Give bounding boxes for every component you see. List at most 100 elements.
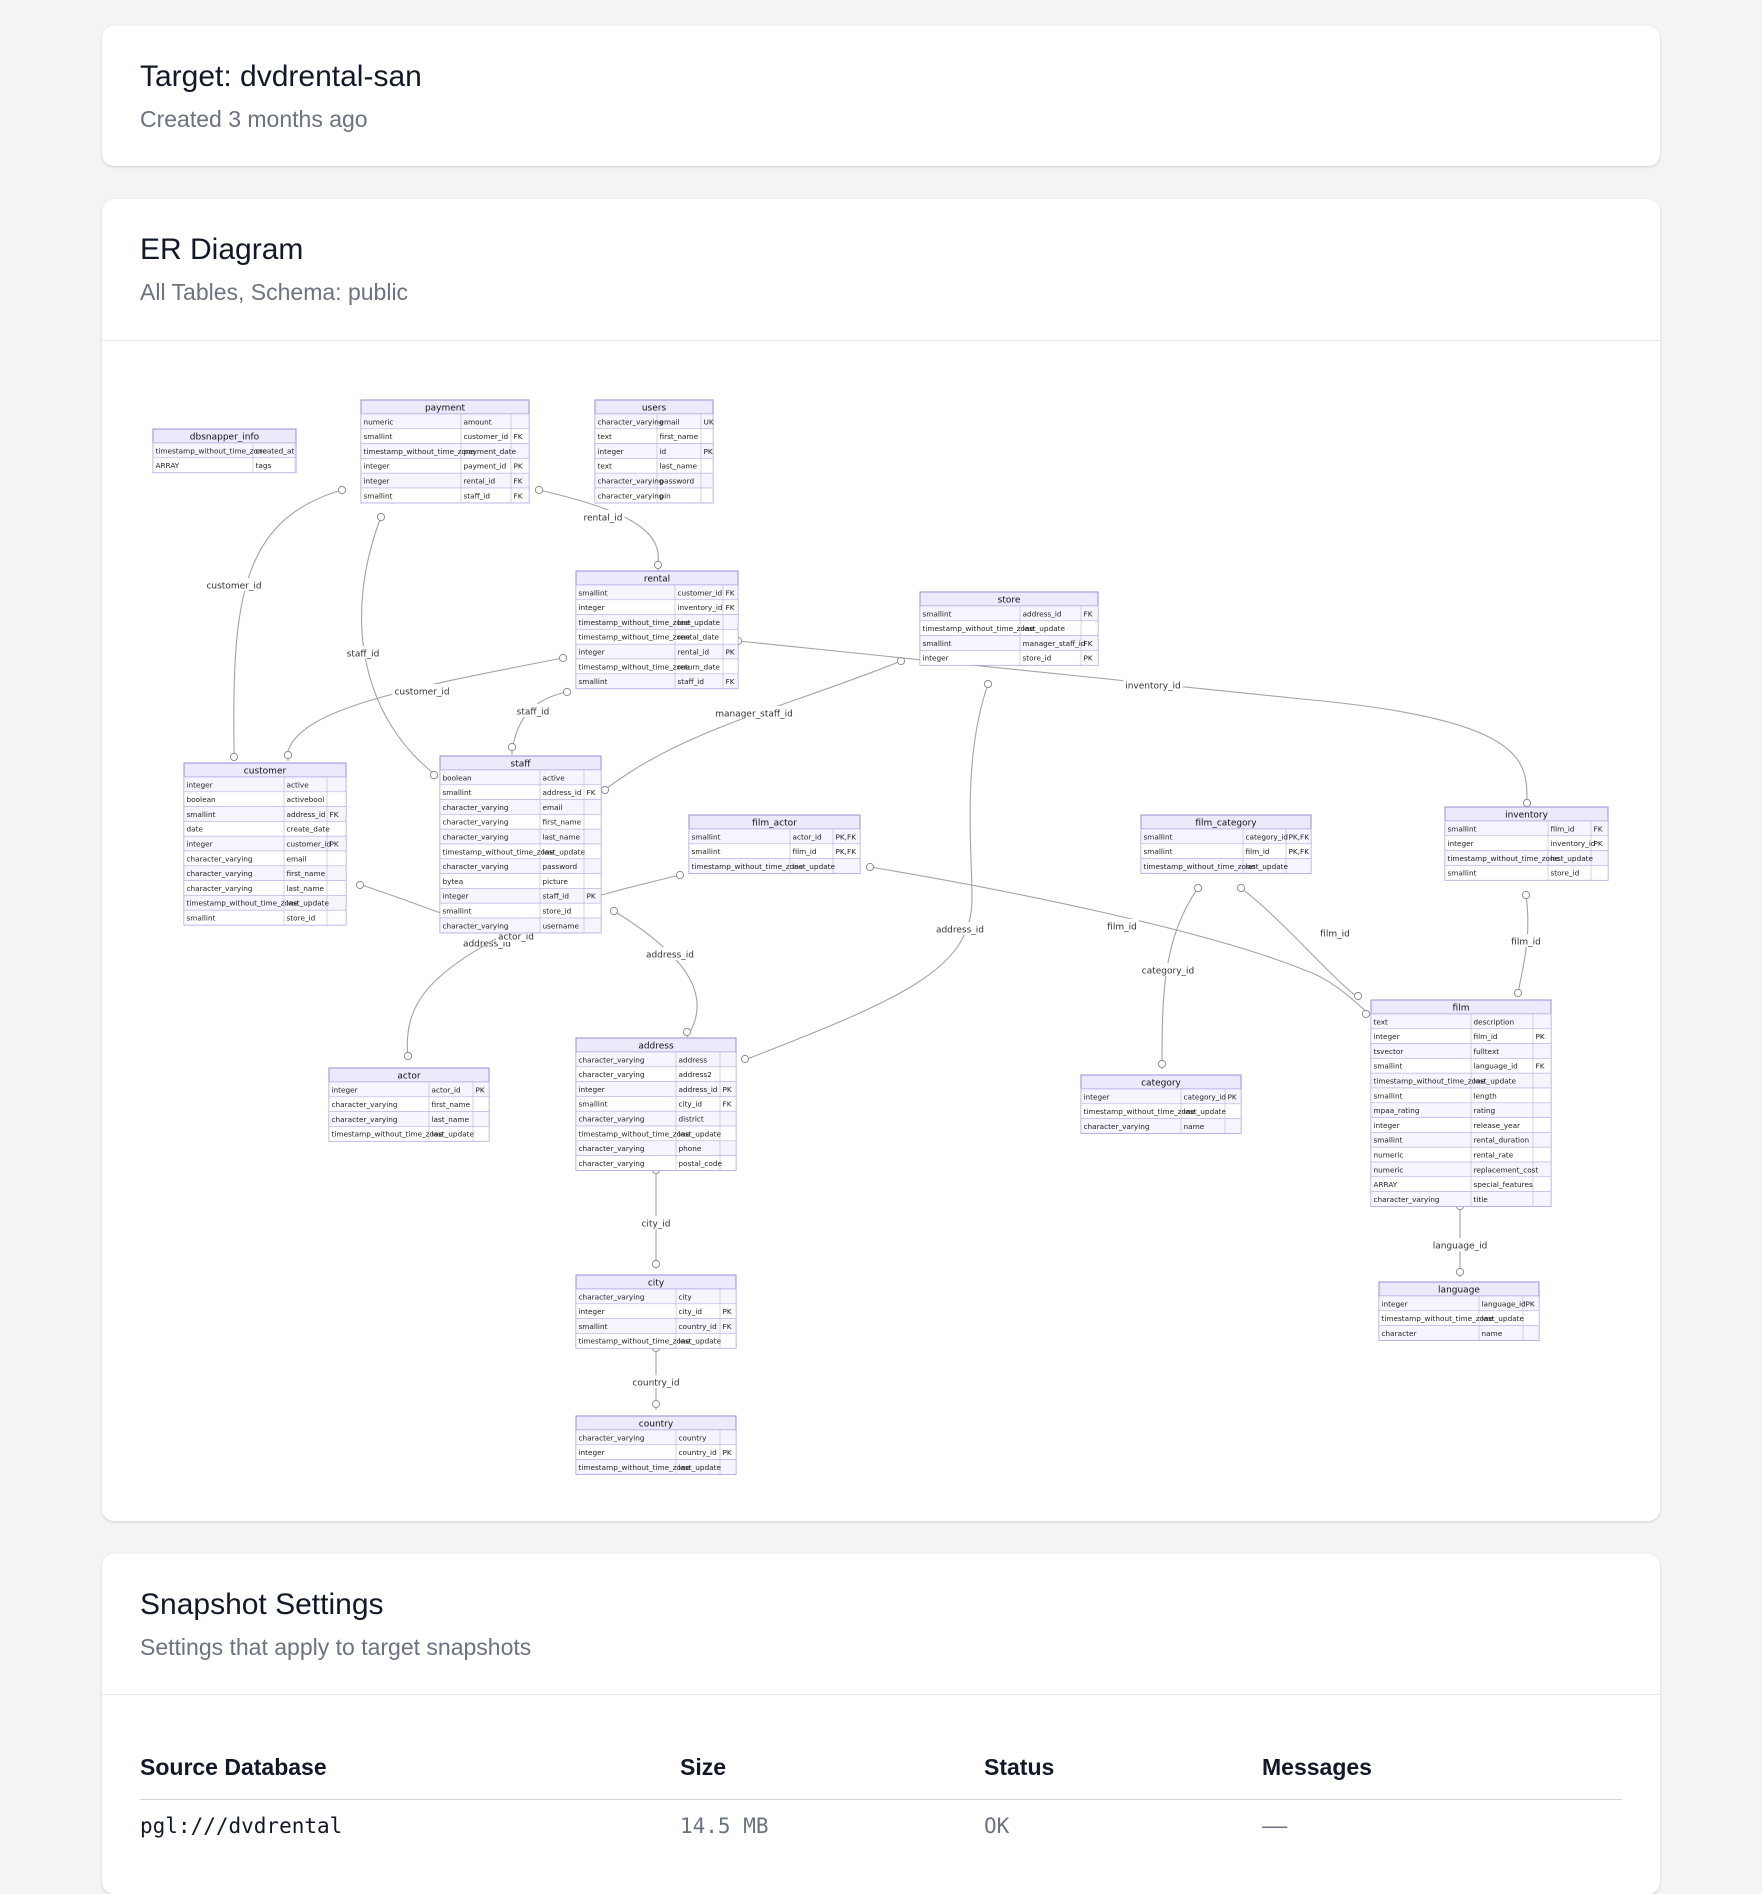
relationship-line-inventory-id	[737, 640, 1528, 800]
relationship-label-bg	[1318, 926, 1352, 939]
column-name: rental_rate	[1474, 1151, 1514, 1160]
column-key: PK	[1536, 1032, 1545, 1041]
column-name: description	[1474, 1017, 1515, 1026]
relationship-lines: customer_idrental_idstaff_idcustomer_ids…	[204, 485, 1543, 1410]
column-type: character_varying	[598, 477, 664, 486]
column-key: PK,FK	[836, 832, 857, 841]
column-type: integer	[1374, 1032, 1400, 1041]
table-name: actor	[397, 1072, 420, 1082]
column-name: address_id	[543, 788, 582, 797]
column-type: character_varying	[579, 1070, 645, 1079]
column-name: postal_code	[679, 1159, 723, 1168]
column-type: character_varying	[443, 818, 509, 827]
column-key: PK	[704, 447, 713, 456]
column-type: character_varying	[579, 1159, 645, 1168]
column-type: timestamp_without_time_zone	[1374, 1077, 1486, 1086]
column-type: timestamp_without_time_zone	[579, 1129, 691, 1138]
column-name: tags	[256, 461, 272, 470]
column-type: integer	[364, 462, 390, 471]
column-type: integer	[364, 477, 390, 486]
cardinality-marker	[355, 880, 365, 890]
column-type: integer	[187, 840, 213, 849]
column-key: UK	[704, 417, 714, 426]
row-bg	[1370, 1191, 1552, 1207]
column-type: character_varying	[579, 1055, 645, 1064]
column-key: FK	[1536, 1062, 1545, 1071]
divider	[102, 340, 1660, 341]
column-name: last_name	[432, 1115, 470, 1124]
relationship-line-staff-id	[361, 516, 439, 778]
relationship-line-film-id	[869, 866, 1371, 1016]
column-type: timestamp_without_time_zone	[443, 847, 555, 856]
column-name: last_update	[793, 862, 836, 871]
column-name: last_name	[660, 462, 698, 471]
column-name: language_id	[1482, 1299, 1526, 1308]
column-name: film_id	[1551, 824, 1575, 833]
column-type: smallint	[923, 609, 952, 618]
column-type: timestamp_without_time_zone	[692, 862, 804, 871]
column-key: PK	[587, 892, 596, 901]
table-name: language	[1438, 1286, 1480, 1296]
column-key: FK	[1084, 609, 1093, 618]
relationship-label-bg	[713, 706, 795, 719]
relationship-label-actor-id: actor_id	[498, 933, 534, 943]
column-type: ARRAY	[1374, 1180, 1398, 1189]
relationship-line-staff-id	[511, 691, 568, 755]
relationship-label-staff-id: staff_id	[517, 708, 550, 718]
column-type: timestamp_without_time_zone	[187, 899, 299, 908]
column-name: address_id	[679, 1085, 718, 1094]
relationship-line-customer-id	[233, 489, 343, 761]
column-name: last_name	[543, 833, 581, 842]
cardinality-marker	[682, 1027, 692, 1037]
cardinality-marker	[600, 785, 610, 795]
cardinality-marker	[1513, 988, 1523, 998]
column-type: timestamp_without_time_zone	[579, 618, 691, 627]
column-type: character_varying	[579, 1115, 645, 1124]
row-bg	[1444, 865, 1609, 881]
column-key: FK	[514, 477, 523, 486]
column-name: customer_id	[464, 432, 509, 441]
column-name: password	[543, 862, 578, 871]
column-name: last_update	[679, 1129, 722, 1138]
column-type: smallint	[443, 907, 472, 916]
er-diagram-title: ER Diagram	[140, 233, 304, 266]
column-name: address_id	[287, 810, 326, 819]
created-time: Created 3 months ago	[140, 106, 368, 132]
relationship-label-category-id: category_id	[1142, 967, 1195, 977]
column-type: smallint	[187, 914, 216, 923]
table-dbsnapper-info[interactable]: dbsnapper_infotimestamp_without_time_zon…	[152, 428, 297, 474]
column-type: numeric	[1374, 1165, 1404, 1174]
